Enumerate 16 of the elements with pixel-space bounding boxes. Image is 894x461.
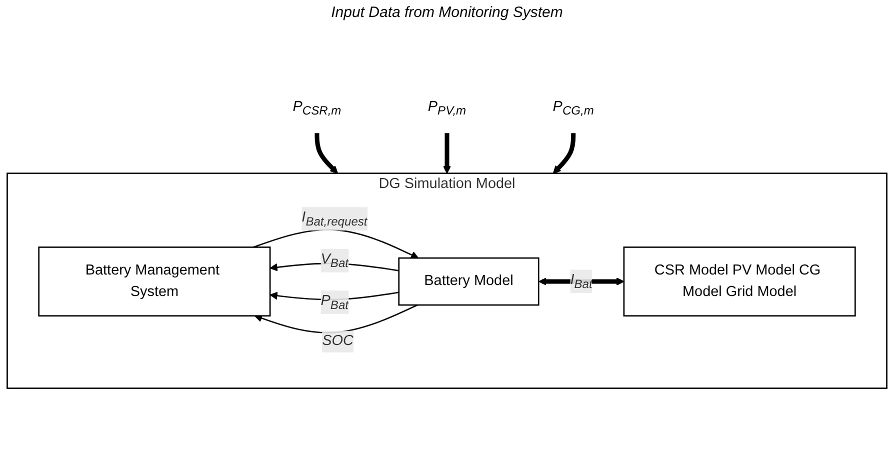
arrow <box>443 132 451 174</box>
node-box: Battery Model <box>398 257 540 306</box>
input-caption: Input Data from Monitoring System <box>330 4 564 21</box>
edge-label: V$_{Bat}$ <box>320 252 348 270</box>
edge-label: I$_{Bat}$ <box>570 272 592 291</box>
arrow <box>538 278 624 286</box>
node-text: P$_{CG,m}$ <box>552 99 594 118</box>
node-text: P$_{PV,m}$ <box>428 99 466 118</box>
arrow <box>552 132 576 174</box>
edge-label: SOC <box>322 333 354 349</box>
arrow <box>314 132 338 174</box>
edge-label: P$_{Bat}$ <box>320 293 348 312</box>
node-box: Battery Management System <box>38 246 271 317</box>
node-text: P$_{CSR,m}$ <box>292 99 342 118</box>
node-box: CSR Model PV Model CG Model Grid Model <box>623 246 856 317</box>
edge-label: I$_{Bat,request}$ <box>302 210 368 228</box>
